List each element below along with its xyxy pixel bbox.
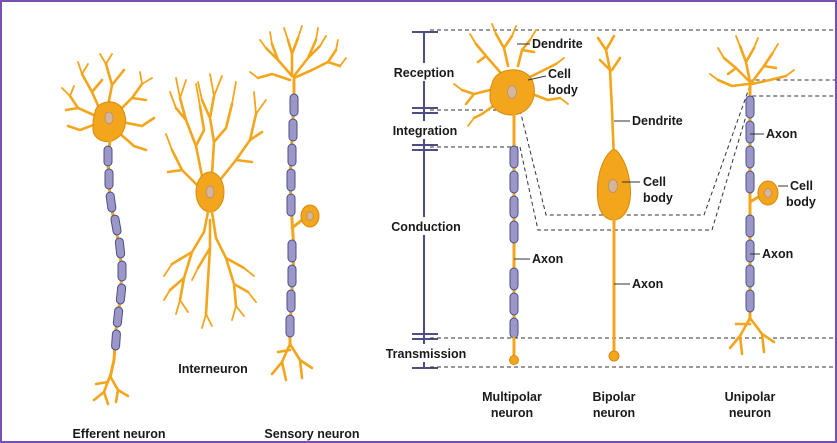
bipolar-dendrite: [598, 36, 620, 160]
interneuron-label: Interneuron: [178, 362, 247, 376]
stage-scale-bar: [412, 32, 438, 368]
unipolar-nucleus: [765, 189, 772, 198]
stage-integration: Integration: [393, 124, 458, 138]
multipolar-myelin: [510, 146, 518, 338]
label-body-bipolar: body: [643, 191, 673, 205]
sensory-axon-terminals: [272, 344, 312, 380]
efferent-nucleus: [105, 112, 113, 124]
stage-conduction: Conduction: [391, 220, 460, 234]
label-axon-bipolar: Axon: [632, 277, 663, 291]
interneuron-dendrites: [166, 74, 266, 186]
sensory-neuron-label: Sensory neuron: [264, 427, 359, 441]
interneuron-axon-branches: [164, 212, 256, 328]
bipolar-neuron: [597, 36, 630, 361]
bipolar-terminal: [609, 351, 619, 361]
caption-bipolar-line2: neuron: [593, 406, 635, 420]
label-dendrite-bipolar: Dendrite: [632, 114, 683, 128]
multipolar-terminal: [510, 356, 519, 365]
caption-multipolar-line2: neuron: [491, 406, 533, 420]
unipolar-dendrites: [710, 36, 794, 86]
sensory-neuron: [250, 26, 346, 380]
label-axon-multipolar: Axon: [532, 252, 563, 266]
caption-bipolar-line1: Bipolar: [592, 390, 635, 404]
sensory-nucleus: [307, 212, 313, 220]
interneuron-nucleus: [206, 186, 214, 198]
stage-reception: Reception: [394, 66, 454, 80]
stage-transmission: Transmission: [386, 347, 467, 361]
caption-unipolar-line1: Unipolar: [725, 390, 776, 404]
label-cell-unipolar: Cell: [790, 179, 813, 193]
caption-unipolar-line2: neuron: [729, 406, 771, 420]
caption-multipolar-line1: Multipolar: [482, 390, 542, 404]
multipolar-nucleus: [508, 86, 517, 99]
sensory-dendrites: [250, 26, 346, 80]
efferent-neuron-label: Efferent neuron: [72, 427, 165, 441]
sensory-myelin: [286, 94, 298, 337]
label-cell-bipolar: Cell: [643, 175, 666, 189]
label-body-unipolar: body: [786, 195, 816, 209]
label-axon-unipolar-lower: Axon: [762, 247, 793, 261]
efferent-myelin: [104, 146, 126, 350]
bipolar-nucleus: [609, 180, 618, 193]
efferent-neuron: [62, 54, 154, 404]
unipolar-axon-terminals: [730, 318, 774, 354]
label-axon-unipolar-upper: Axon: [766, 127, 797, 141]
label-cell-multipolar: Cell: [548, 67, 571, 81]
efferent-axon-terminals: [94, 376, 128, 404]
label-body-multipolar: body: [548, 83, 578, 97]
label-dendrite-multipolar: Dendrite: [532, 37, 583, 51]
interneuron: [164, 74, 266, 328]
